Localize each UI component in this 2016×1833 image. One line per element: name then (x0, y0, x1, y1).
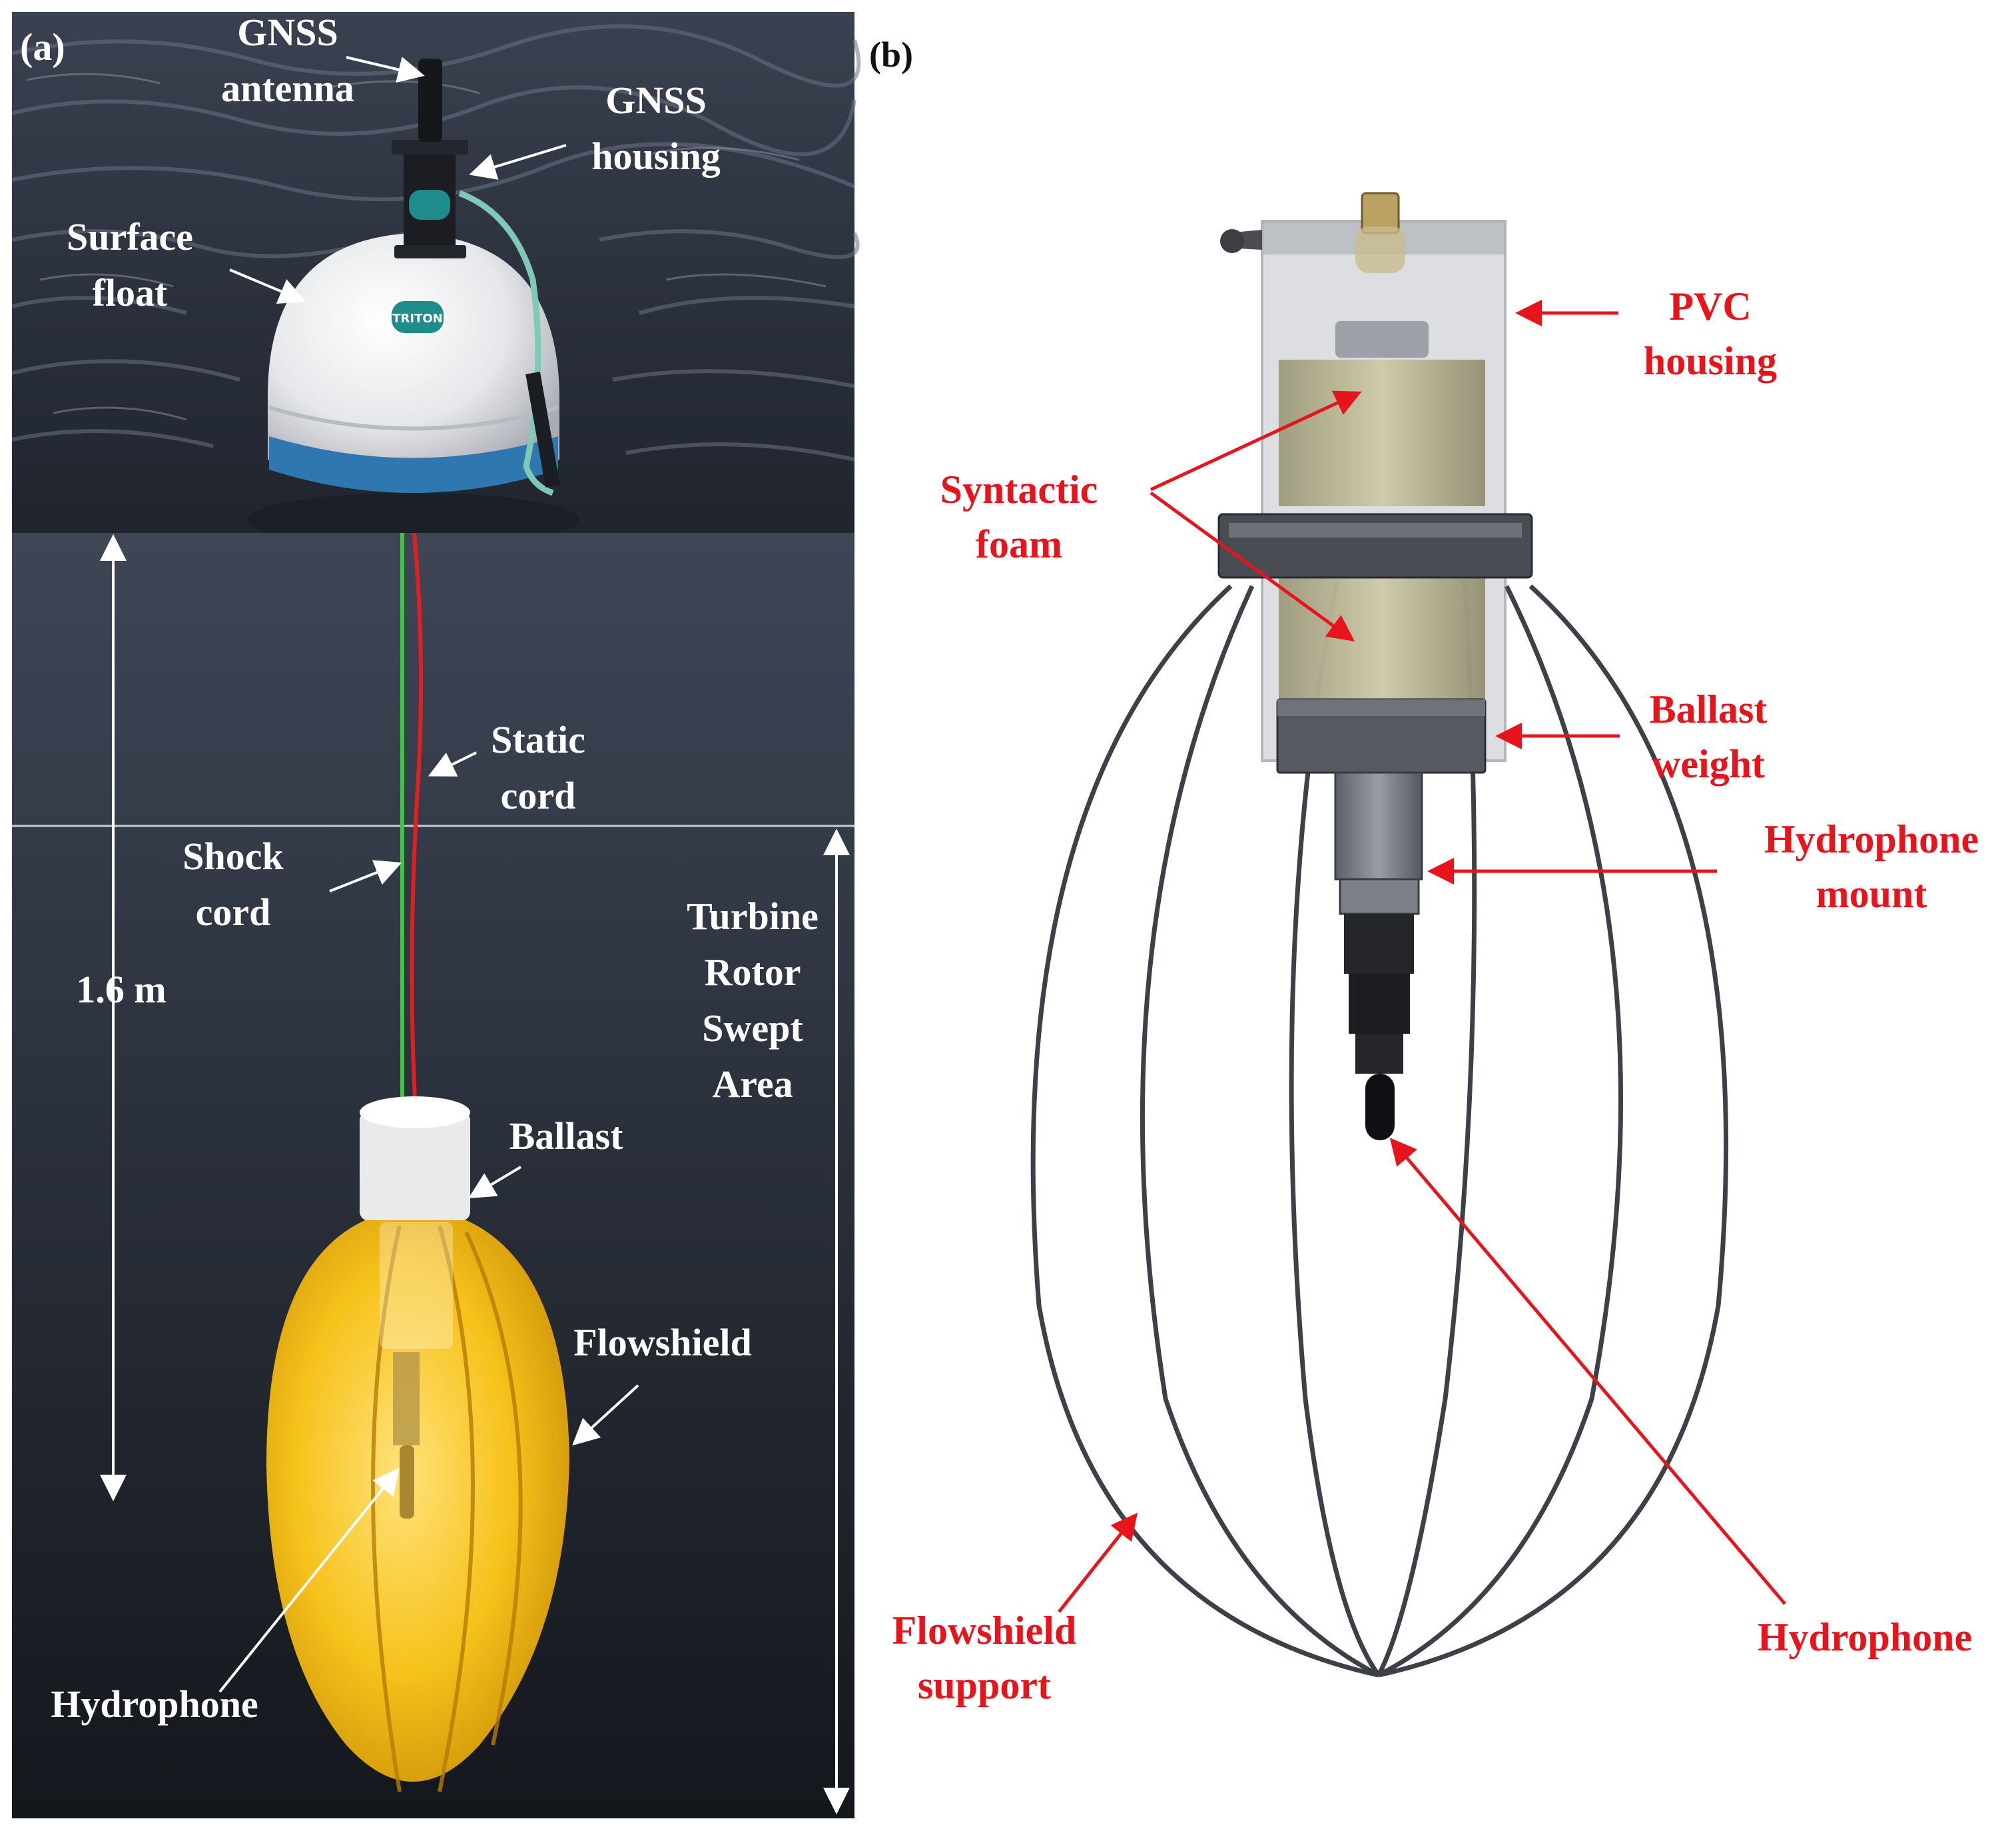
panel-b: (b) (869, 35, 1979, 1707)
panel-label-b: (b) (869, 35, 913, 75)
flowshield-support (1030, 565, 1729, 1678)
hydrophone-a (393, 1352, 420, 1519)
float-logo (392, 301, 444, 333)
label-flowshield: Flowshield (573, 1321, 752, 1364)
static-cord (410, 532, 424, 1113)
hydrophone-mount (1334, 771, 1423, 915)
gnss-antenna (418, 59, 442, 142)
syntactic-foam-lower (1279, 573, 1485, 699)
label-ballast: Ballast (509, 1114, 623, 1158)
syntactic-foam-upper (1279, 360, 1485, 506)
label-length: 1.6 m (76, 968, 166, 1011)
ballast (360, 1111, 470, 1221)
panel-label-a: (a) (20, 25, 65, 69)
svg-text:TRITON: TRITON (392, 312, 442, 326)
surface-float (267, 233, 559, 483)
label-hydrophone-b: Hydrophone (1758, 1615, 1972, 1659)
flowshield (266, 1220, 569, 1782)
underwater-schematic (12, 532, 854, 1818)
panel-a: TRITON (11, 11, 861, 1818)
label-hydrophone-a: Hydrophone (51, 1682, 258, 1726)
hydrophone-b (1344, 914, 1414, 1140)
surface-photo: TRITON (11, 12, 861, 546)
